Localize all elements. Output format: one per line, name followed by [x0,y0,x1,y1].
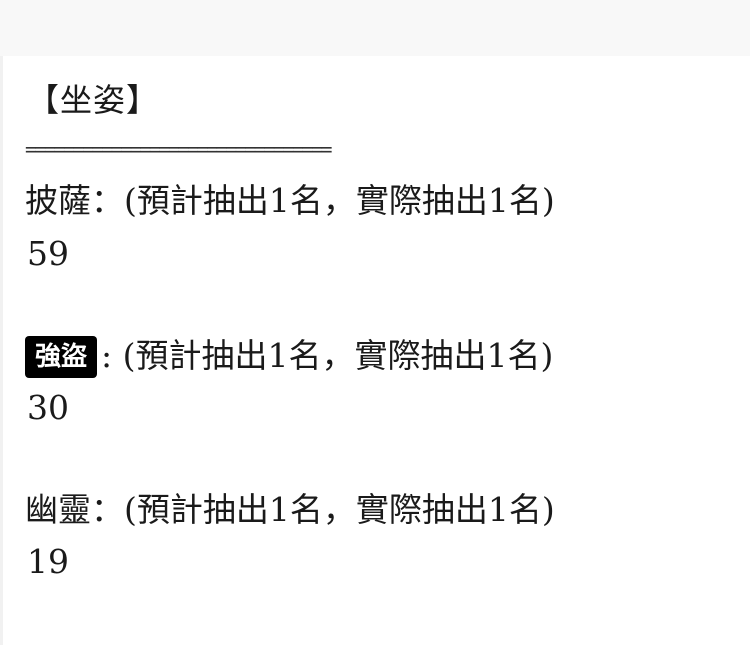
entry-count: 59 [27,234,69,273]
entry-quota: : (預計抽出1名，實際抽出1名) [101,336,554,375]
entry-heading: 幽靈：(預計抽出1名，實際抽出1名) [25,487,555,533]
entry-heading: 強盜: (預計抽出1名，實際抽出1名) [25,333,553,379]
divider-line: ================================ [25,138,332,161]
top-bar [0,0,750,56]
section-title: 【坐姿】 [27,81,160,119]
entry-heading: 披薩：(預計抽出1名，實際抽出1名) [25,178,555,224]
entry-quota: ：(預計抽出1名，實際抽出1名) [91,490,555,529]
entry-name: 幽靈 [25,490,91,529]
entry-count: 19 [27,542,69,581]
entry-quota: ：(預計抽出1名，實際抽出1名) [91,181,555,220]
content-area: 【坐姿】 ================================ 披薩… [0,56,750,645]
entry-name: 披薩 [25,181,91,220]
entry-name-highlighted: 強盜 [25,336,98,378]
entry-count: 30 [27,388,69,427]
